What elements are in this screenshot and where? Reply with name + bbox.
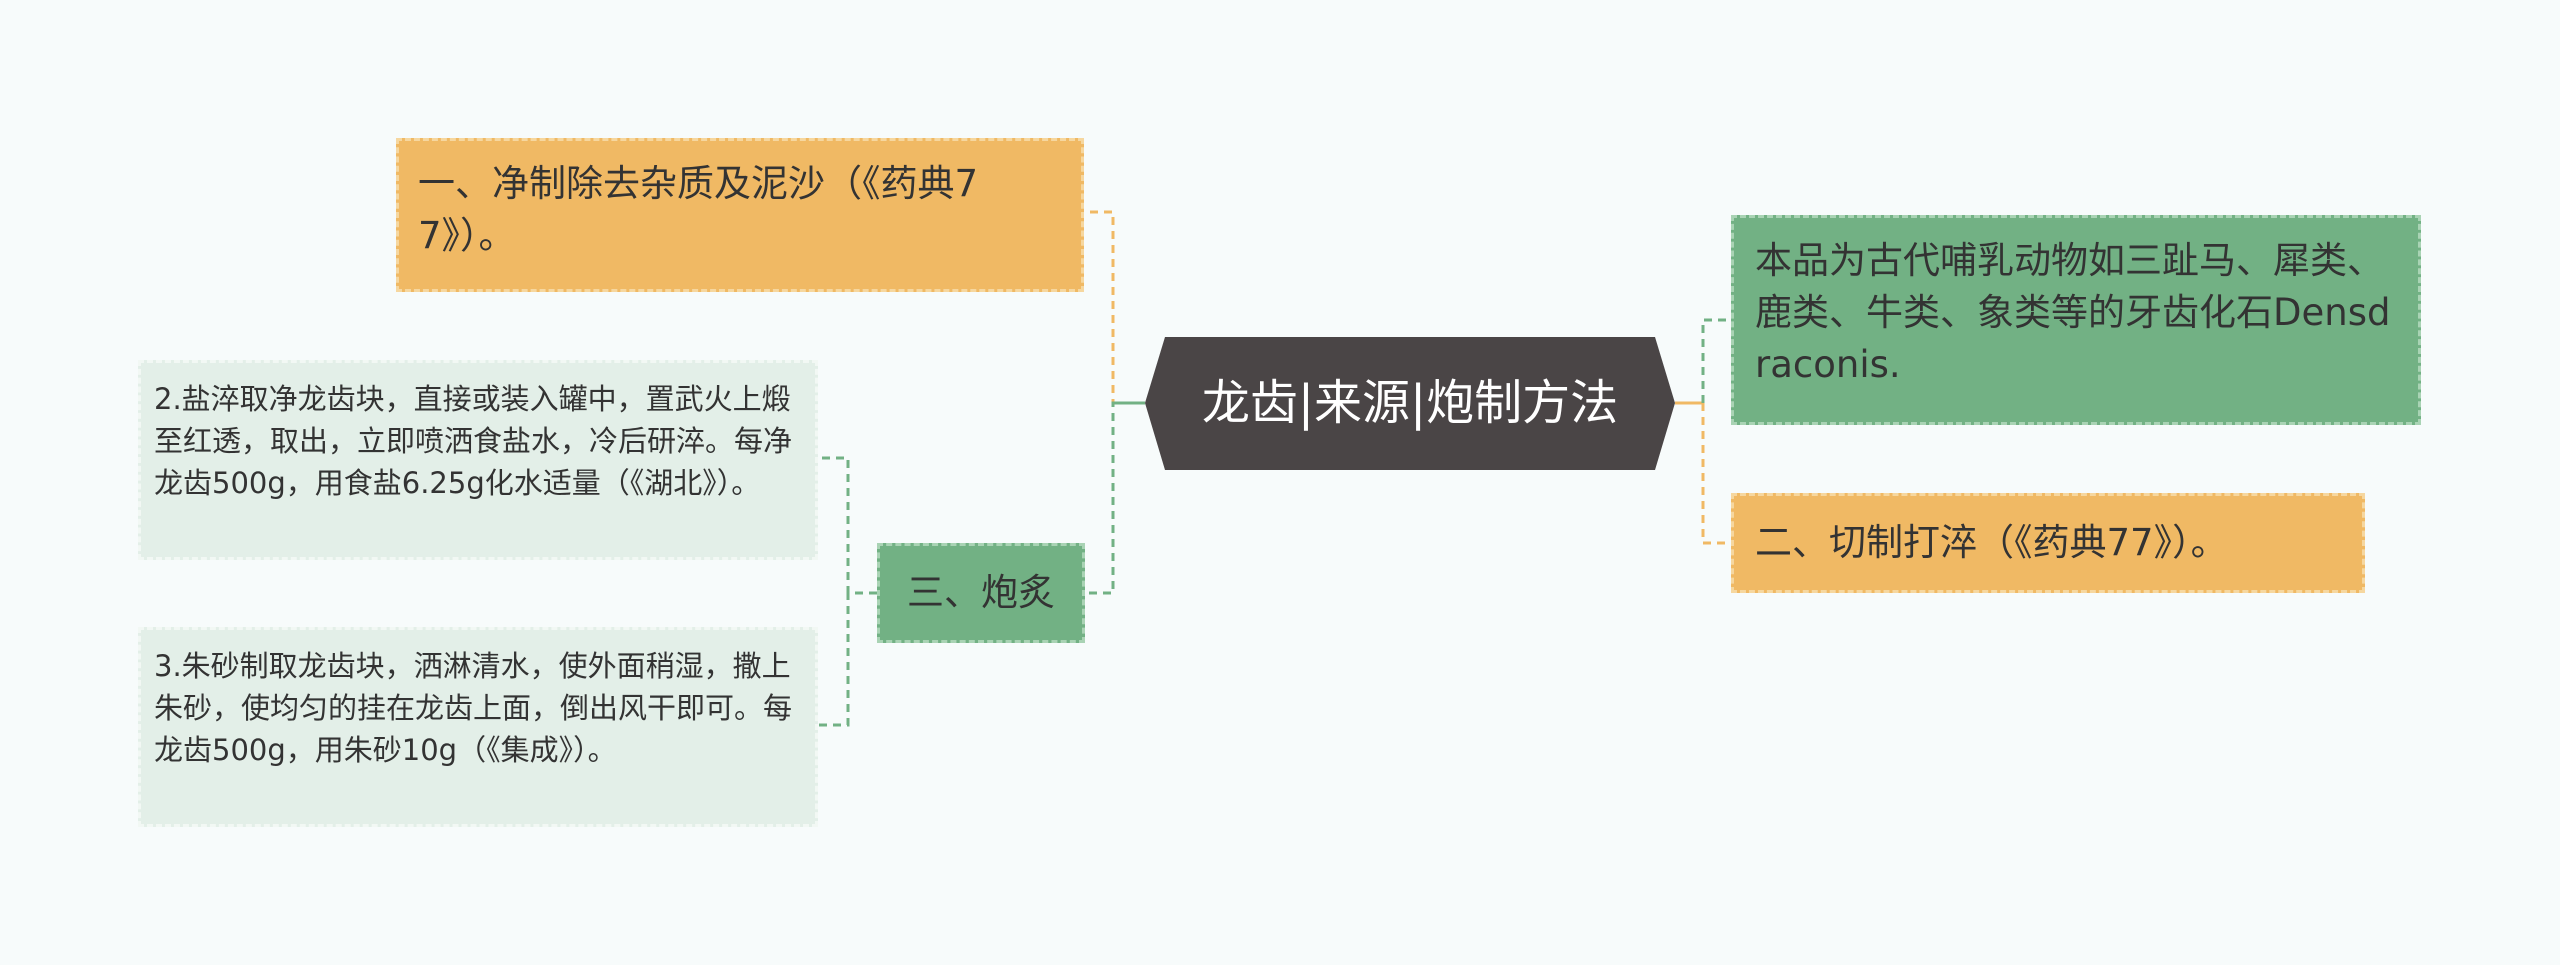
connector-center-qiezhi	[1701, 403, 1731, 545]
branch-paozhi[interactable]: 三、炮炙	[877, 543, 1085, 643]
branch-jingzhi[interactable]: 一、净制除去杂质及泥沙（《药典77》）。	[396, 138, 1084, 292]
connector-center-jingzhi	[1084, 210, 1145, 405]
connector-paozhi-yancui	[818, 456, 877, 595]
branch-jingzhi-label: 一、净制除去杂质及泥沙（《药典77》）。	[418, 162, 979, 257]
branch-laiyuan[interactable]: 本品为古代哺乳动物如三趾马、犀类、鹿类、牛类、象类等的牙齿化石Densdraco…	[1731, 215, 2421, 425]
branch-qiezhi-label: 二、切制打淬（《药典77》）。	[1755, 521, 2228, 564]
branch-qiezhi[interactable]: 二、切制打淬（《药典77》）。	[1731, 493, 2365, 593]
connector-center-laiyuan	[1701, 318, 1731, 403]
branch-laiyuan-label: 本品为古代哺乳动物如三趾马、犀类、鹿类、牛类、象类等的牙齿化石Densdraco…	[1755, 239, 2391, 386]
leaf-yancui-label: 2.盐淬取净龙齿块，直接或装入罐中，置武火上煅至红透，取出，立即喷洒食盐水，冷后…	[154, 382, 793, 500]
leaf-yancui[interactable]: 2.盐淬取净龙齿块，直接或装入罐中，置武火上煅至红透，取出，立即喷洒食盐水，冷后…	[138, 360, 818, 560]
center-topic-label: 龙齿|来源|炮制方法	[1201, 375, 1619, 431]
center-hexagon-shape	[1145, 337, 1675, 470]
leaf-zhusha[interactable]: 3.朱砂制取龙齿块，洒淋清水，使外面稍湿，撒上朱砂，使均匀的挂在龙齿上面，倒出风…	[138, 627, 818, 827]
center-topic[interactable]: 龙齿|来源|炮制方法	[1145, 337, 1675, 470]
connector-paozhi-zhusha	[818, 591, 877, 727]
connector-center-paozhi	[1085, 401, 1145, 595]
branch-paozhi-label: 三、炮炙	[907, 571, 1055, 614]
leaf-zhusha-label: 3.朱砂制取龙齿块，洒淋清水，使外面稍湿，撒上朱砂，使均匀的挂在龙齿上面，倒出风…	[154, 649, 793, 767]
